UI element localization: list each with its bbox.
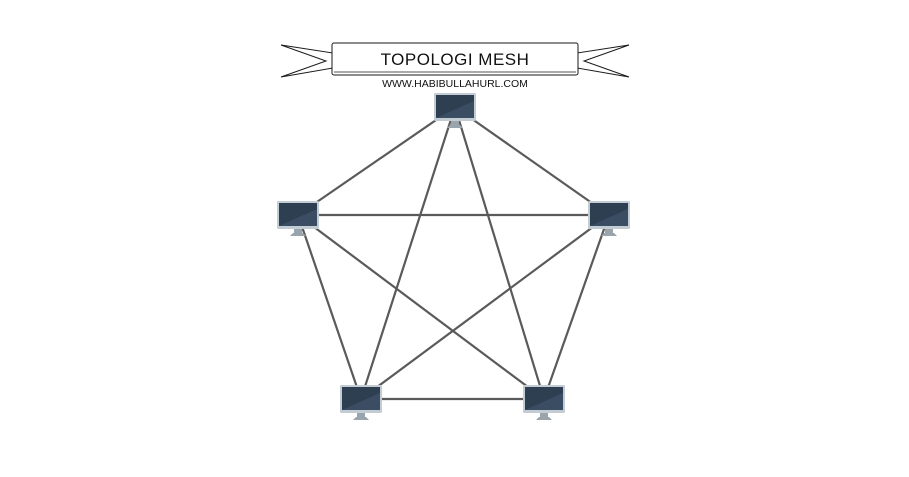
pc-bottom-left-monitor-icon (340, 385, 382, 420)
monitor-base (447, 125, 463, 128)
link-pc-right-to-pc-bottom-left (360, 214, 610, 400)
link-pc-left-to-pc-bottom-left (296, 214, 363, 400)
banner-body (331, 42, 579, 76)
diagram-subtitle: WWW.HABIBULLAHURL.COM (382, 78, 528, 90)
monitor-glare (342, 393, 380, 410)
monitor-base (290, 233, 306, 236)
pc-bottom-right-monitor-icon (523, 385, 565, 420)
diagram-title: TOPOLOGI MESH (381, 50, 530, 69)
monitor-neck (540, 413, 548, 417)
monitor-neck (357, 413, 365, 417)
monitor-neck (294, 229, 302, 233)
link-pc-top-to-pc-bottom-left (359, 106, 457, 400)
banner-left-tail (280, 44, 334, 78)
link-pc-top-to-pc-right (454, 106, 610, 216)
monitor-glare (279, 209, 317, 226)
monitor-base (353, 417, 369, 420)
link-pc-right-to-pc-bottom-right (542, 214, 611, 400)
link-pc-left-to-pc-bottom-right (297, 214, 545, 400)
pc-left-monitor-icon (277, 201, 319, 236)
monitor-glare (436, 101, 474, 118)
monitor-glare (525, 393, 563, 410)
link-pc-top-to-pc-bottom-right (453, 106, 546, 400)
monitor-neck (605, 229, 613, 233)
pc-top-monitor-icon (434, 93, 476, 128)
title-banner: TOPOLOGI MESH WWW.HABIBULLAHURL.COM (280, 42, 630, 90)
monitor-base (536, 417, 552, 420)
monitor-glare (590, 209, 628, 226)
banner-right-tail (576, 44, 630, 78)
mesh-nodes (277, 93, 630, 420)
monitor-base (601, 233, 617, 236)
mesh-links (296, 106, 611, 401)
link-pc-top-to-pc-left (297, 106, 456, 216)
monitor-neck (451, 121, 459, 125)
pc-right-monitor-icon (588, 201, 630, 236)
